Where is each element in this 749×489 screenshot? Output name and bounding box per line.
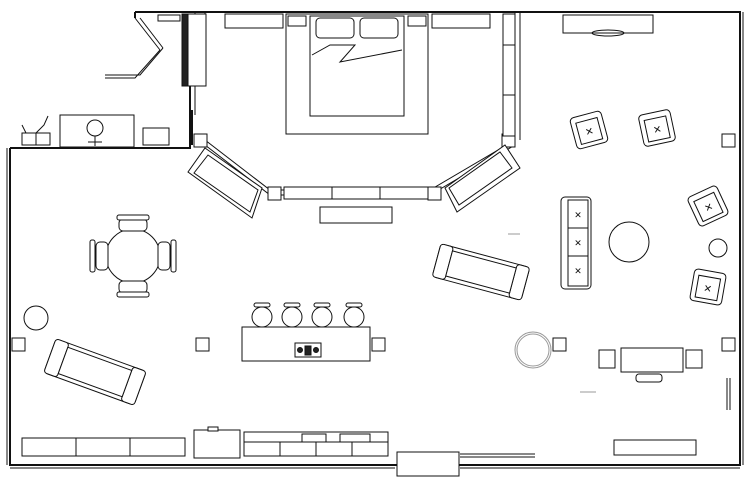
svg-text:✕: ✕ [702,283,712,295]
dining-table [105,228,161,284]
recliner [44,339,146,405]
svg-text:✕: ✕ [574,267,582,277]
pillow [315,17,355,39]
desk-top [620,347,684,373]
cabinet [21,437,77,457]
round-table [608,221,650,263]
recliner [432,243,530,301]
bay-window-seating [187,144,521,224]
desk-chair [635,373,663,383]
dining-chair [157,239,177,273]
svg-text:✕: ✕ [652,124,662,137]
plant [23,305,49,331]
armchair: ✕ [689,268,727,306]
columns [11,133,736,352]
column [193,133,208,148]
bench [319,206,393,224]
dining-chair [116,214,150,232]
side-cabinet [685,349,703,369]
stove [339,433,371,443]
kitchen-island [241,302,371,362]
sofa: ✕ ✕ ✕ [560,196,592,290]
desk [598,347,731,456]
entry-door [396,451,535,477]
window-seat [187,147,263,219]
refrigerator [193,429,241,459]
column [427,186,442,201]
bar-stool [311,302,333,328]
armchair: ✕ [638,109,676,147]
exterior-walls [6,11,744,469]
plant [514,331,552,369]
bed [224,13,491,135]
dining-chair [116,280,150,298]
window-seat [444,144,521,213]
bathroom [21,114,170,148]
kitchen-counters [21,426,389,459]
dining-chair [89,239,109,273]
bar-stool [281,302,303,328]
pillow [359,17,399,39]
window-bench [283,186,429,200]
cabinet [129,437,186,457]
side-table [708,238,728,258]
column [11,337,26,352]
toilet [21,115,49,134]
column [721,337,736,352]
stair-area [105,14,181,79]
svg-text:✕: ✕ [574,239,582,249]
nightstand [407,15,427,27]
cabinet [142,127,170,146]
bench [613,439,697,456]
plant-inner [516,333,550,367]
dining-set [89,214,177,298]
closet [502,13,516,137]
sink [301,433,327,443]
column [371,337,386,352]
column [195,337,210,352]
svg-text:✕: ✕ [584,126,595,139]
bar-stool [251,302,273,328]
sink [86,119,104,137]
nightstand [287,15,307,27]
svg-text:✕: ✕ [574,211,582,221]
armchair: ✕ [687,185,729,227]
bar-stool [343,302,365,328]
armchair: ✕ [569,110,609,150]
column [267,186,282,201]
tv-console [562,14,654,37]
cabinet [75,437,131,457]
column [552,337,567,352]
plants [23,221,728,369]
column [721,133,736,148]
dresser [224,13,284,29]
side-cabinet [598,349,616,369]
dresser [431,13,491,29]
